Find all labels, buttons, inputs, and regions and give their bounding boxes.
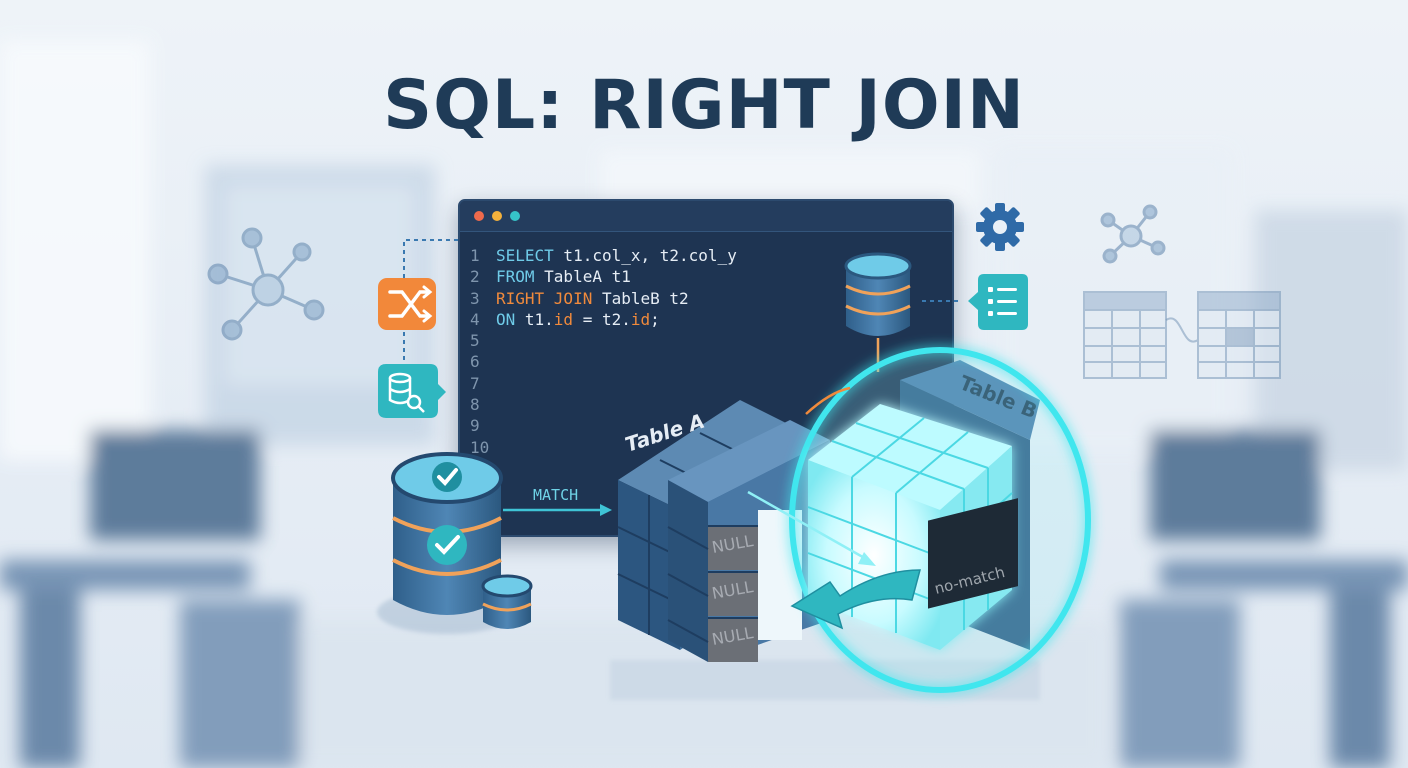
dashed-connector: [403, 239, 962, 366]
sql-text: TableA t1: [534, 267, 631, 287]
code-line: 6: [470, 351, 737, 372]
line-number: 8: [470, 395, 480, 415]
database-check-icon: [377, 452, 533, 634]
window-close-dot[interactable]: [474, 211, 484, 221]
line-number: 5: [470, 331, 480, 351]
line-number: 9: [470, 416, 480, 436]
match-label: MATCH: [533, 486, 578, 504]
cylinder-database-icon: [844, 252, 912, 372]
table-grid-icon: [1083, 291, 1167, 379]
code-line: 8: [470, 394, 737, 415]
sql-keyword: ON: [496, 309, 516, 329]
sql-identifier: id: [630, 309, 651, 329]
sql-text: TableB t2: [592, 288, 689, 308]
line-number: 7: [470, 373, 480, 393]
code-line: 2 FROM TableA t1: [470, 266, 737, 287]
gear-icon[interactable]: [976, 203, 1024, 251]
code-area[interactable]: 1 SELECT t1.col_x, t2.col_y 2 FROM TableA …: [470, 245, 737, 458]
shuffle-icon[interactable]: [378, 278, 436, 330]
line-number: 6: [470, 352, 480, 372]
line-number: 4: [470, 309, 480, 329]
sql-identifier: id: [553, 309, 574, 329]
return-arrow: [790, 569, 921, 630]
sql-text: ;: [650, 309, 660, 329]
sql-text: = t2.: [573, 309, 631, 329]
code-line: 3 RIGHT JOIN TableB t2: [470, 288, 737, 309]
link-curve: [805, 386, 851, 415]
sql-text: t1.: [515, 309, 554, 329]
sql-keyword: FROM: [496, 267, 535, 287]
editor-titlebar: [460, 201, 952, 232]
code-line: 10: [470, 437, 737, 458]
code-line: 1 SELECT t1.col_x, t2.col_y: [470, 245, 737, 266]
line-number: 3: [470, 288, 480, 308]
code-line: 7: [470, 373, 737, 394]
line-number: 2: [470, 267, 480, 287]
line-number: 1: [470, 246, 480, 265]
page-title: SQL: RIGHT JOIN: [383, 66, 1025, 145]
table-grid-icon: [1165, 291, 1281, 379]
window-maximize-dot[interactable]: [510, 211, 520, 221]
no-match-badge: [928, 498, 1018, 609]
network-node-icon: [207, 227, 325, 341]
database-search-icon[interactable]: [378, 364, 446, 418]
code-line: 5: [470, 330, 737, 351]
line-number: 10: [470, 437, 490, 457]
list-icon[interactable]: [968, 274, 1028, 330]
flow-arrow: [747, 490, 876, 566]
sql-text: t1.col_x, t2.col_y: [553, 246, 737, 265]
code-line: 9: [470, 415, 737, 436]
window-minimize-dot[interactable]: [492, 211, 502, 221]
glow-ring: [789, 347, 1091, 693]
sql-keyword-right-join: RIGHT JOIN: [496, 288, 593, 308]
match-arrow: [503, 504, 612, 516]
sql-keyword: SELECT: [496, 246, 554, 265]
network-node-icon: [1100, 204, 1166, 264]
